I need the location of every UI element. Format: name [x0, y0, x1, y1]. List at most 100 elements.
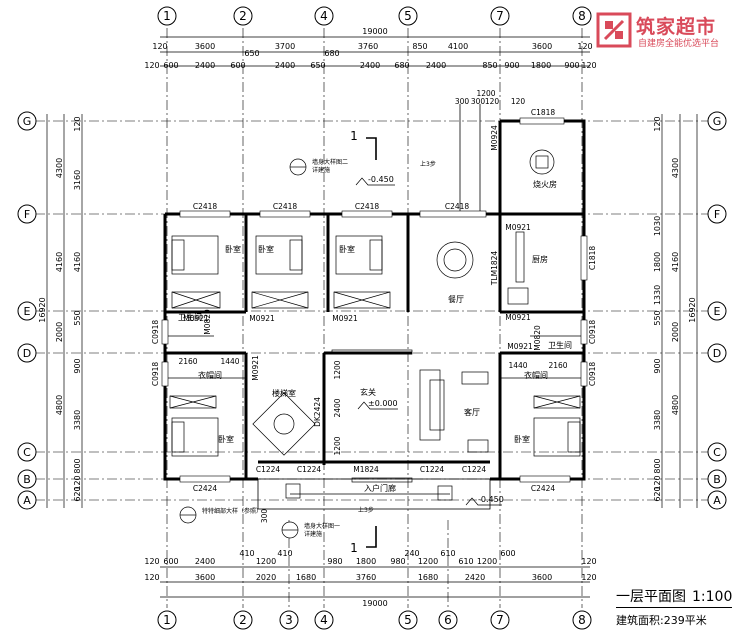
door-label: DK2424	[313, 397, 322, 427]
window-label: C2424	[531, 484, 556, 493]
level-symbols	[355, 177, 502, 506]
dim-right: 4160	[671, 252, 680, 272]
dim-top: 4100	[448, 42, 468, 51]
window-label: C2418	[273, 202, 298, 211]
door-label: M0921	[505, 313, 531, 322]
dim-bottom: 1680	[418, 573, 438, 582]
dim-bottom: 410	[239, 549, 254, 558]
dim-top: 850	[482, 61, 497, 70]
window-label: C2418	[445, 202, 470, 211]
dim-bottom: 3600	[195, 573, 215, 582]
door-label: M0921	[251, 355, 260, 381]
dim-bottom: 2020	[256, 573, 276, 582]
dim-misc: 300	[455, 97, 470, 106]
axis-label-left: B	[23, 473, 31, 486]
dim-bottom: 1200	[418, 557, 438, 566]
dim-misc: 120	[485, 97, 500, 106]
windows-graphic	[161, 117, 588, 483]
dim-bottom: 600	[500, 549, 515, 558]
dim-misc: 2160	[178, 357, 197, 366]
dim-top: 900	[564, 61, 579, 70]
dim-bottom: 1200	[256, 557, 276, 566]
dim-top: 900	[504, 61, 519, 70]
dim-left: 4800	[55, 395, 64, 415]
axis-label-right: A	[713, 494, 721, 507]
level-mark: ±0.000	[368, 399, 398, 408]
window-label: C2424	[193, 484, 218, 493]
dim-top: 120	[152, 42, 167, 51]
section-label: 1	[350, 129, 358, 143]
brand-slogan: 自建房全能优选平台	[638, 39, 720, 49]
dim-misc: 2400	[333, 398, 342, 417]
room-label: 卧室	[339, 244, 355, 254]
dim-left: 3380	[73, 410, 82, 430]
dim-left: 4300	[55, 158, 64, 178]
dim-top: 2400	[360, 61, 380, 70]
window-label: C0918	[588, 362, 597, 387]
window-label: C2418	[355, 202, 380, 211]
window-label: C1224	[420, 465, 445, 474]
detail-note: 特特细部大样（参照）	[202, 507, 262, 515]
detail-note: 墙身大样图一	[304, 522, 340, 530]
ramp-note: 上3步	[358, 506, 374, 514]
drawing-scale: 1:100	[692, 589, 733, 605]
dim-bottom: 410	[277, 549, 292, 558]
dim-right: 3380	[653, 410, 662, 430]
dim-misc: 1440	[220, 357, 239, 366]
axis-label-bottom: 1	[163, 613, 171, 627]
dim-top: 120	[144, 61, 159, 70]
door-label: TLM1824	[490, 251, 499, 287]
axis-label-bottom: 2	[239, 613, 247, 627]
axis-label-right: F	[714, 208, 720, 221]
dim-bottom: 980	[327, 557, 342, 566]
dim-bottom: 120	[581, 557, 596, 566]
dim-left: 2000	[55, 322, 64, 342]
dim-bottom: 240	[404, 549, 419, 558]
room-label: 卫生间	[178, 312, 202, 322]
dim-top: 120	[581, 61, 596, 70]
dim-top-total: 19000	[362, 27, 387, 36]
door-label: M0820	[203, 309, 212, 335]
room-label: 入户门廊	[364, 483, 396, 493]
building-area-label: 建筑面积:	[616, 614, 664, 627]
door-label: M1824	[353, 465, 379, 474]
axis-label-left: A	[23, 494, 31, 507]
door-label: M0921	[183, 314, 209, 323]
building-area-value: 239平米	[663, 614, 707, 627]
axis-label-left: F	[24, 208, 30, 221]
dim-top: 120	[577, 42, 592, 51]
door-label: M0921	[507, 342, 533, 351]
axis-label-bottom: 6	[444, 613, 452, 627]
detail-note: 详建施	[312, 166, 330, 174]
dim-misc: 120	[511, 97, 526, 106]
axis-label-bottom: 7	[496, 613, 504, 627]
room-label: 楼梯室	[272, 388, 296, 398]
brand-title: 筑家超市	[636, 16, 717, 38]
window-label: C1224	[462, 465, 487, 474]
dim-bottom: 1680	[296, 573, 316, 582]
dim-right: 900	[653, 358, 662, 373]
dim-left-total: 16920	[38, 297, 47, 322]
room-label: 衣帽间	[198, 370, 222, 380]
axis-label-bottom: 4	[320, 613, 328, 627]
axis-label-right: B	[713, 473, 721, 486]
furniture	[169, 149, 581, 501]
dim-bottom: 1800	[356, 557, 376, 566]
brand-logo-icon	[596, 12, 632, 48]
room-label: 客厅	[464, 407, 480, 417]
building-area: 建筑面积:239平米	[616, 612, 732, 628]
dim-bottom: 3760	[356, 573, 376, 582]
door-label: M0924	[490, 125, 499, 151]
level-mark: -0.450	[368, 175, 394, 184]
axis-bubbles-top	[157, 6, 592, 26]
dim-left: 120	[73, 475, 82, 490]
dim-bottom-total: 19000	[362, 599, 387, 608]
dim-bottom: 2400	[195, 557, 215, 566]
dim-top: 2400	[275, 61, 295, 70]
axis-label-left: E	[24, 305, 31, 318]
dim-right: 4800	[671, 395, 680, 415]
axis-label-left: D	[23, 347, 31, 360]
dim-right-total: 16920	[688, 297, 697, 322]
